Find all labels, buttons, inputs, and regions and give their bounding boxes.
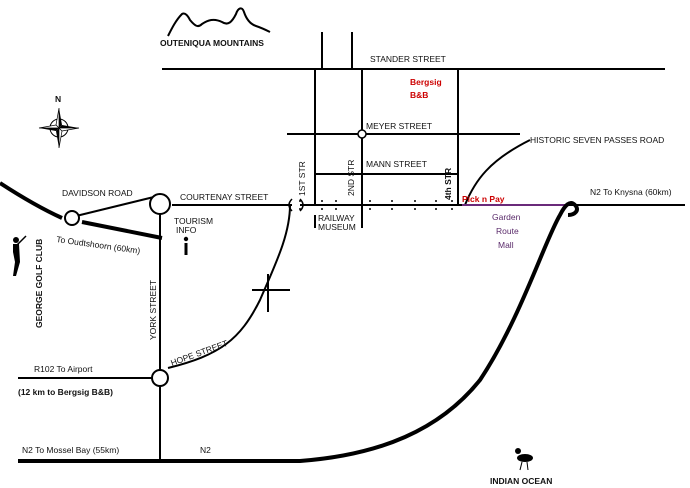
north-label: N [55,94,61,104]
railway-museum-line1: RAILWAY [318,213,355,223]
n2-mossel-bay-label: N2 To Mossel Bay (55km) [22,445,119,455]
seagull-icon [515,448,533,471]
mann-street-label: MANN STREET [366,159,427,169]
tourism-label-line2: INFO [176,225,197,235]
davidson-road-label: DAVIDSON ROAD [62,188,133,198]
railway-museum-line2: MUSEUM [318,222,356,232]
bergsig-label-line1: Bergsig [410,77,442,87]
railway-line [299,200,453,210]
mall-label-line2: Route [496,226,519,236]
compass-rose-icon: N [38,94,80,149]
indian-ocean-label: INDIAN OCEAN [490,476,552,486]
fourth-street-label: 4th STR [443,168,453,200]
golf-club-label: GEORGE GOLF CLUB [34,239,44,328]
n2-knysna-label: N2 To Knysna (60km) [590,187,672,197]
second-street-label: 2ND STR [346,160,356,196]
york-street-label: YORK STREET [148,280,158,340]
distance-note: (12 km to Bergsig B&B) [18,387,113,397]
mountain-silhouette-icon [167,7,271,37]
r102-airport-label: R102 To Airport [34,364,93,374]
pick-n-pay-label: Pick n Pay [462,194,505,204]
mall-label-line3: Mall [498,240,514,250]
bergsig-label-line2: B&B [410,90,428,100]
stander-street-label: STANDER STREET [370,54,446,64]
oudtshoorn-label: To Oudtshoorn (60km) [56,234,141,256]
info-icon [183,236,189,255]
mall-label-line1: Garden [492,212,521,222]
golfer-icon [13,235,27,276]
hope-street-label: HOPE STREET [169,338,229,368]
tourism-label-line1: TOURISM [174,216,213,226]
meyer-street-label: MEYER STREET [366,121,432,131]
first-street-label: 1ST STR [297,161,307,196]
courtenay-street-label: COURTENAY STREET [180,192,268,202]
n2-label: N2 [200,445,211,455]
historic-road-label: HISTORIC SEVEN PASSES ROAD [530,135,664,145]
mountains-label: OUTENIQUA MOUNTAINS [160,38,264,48]
